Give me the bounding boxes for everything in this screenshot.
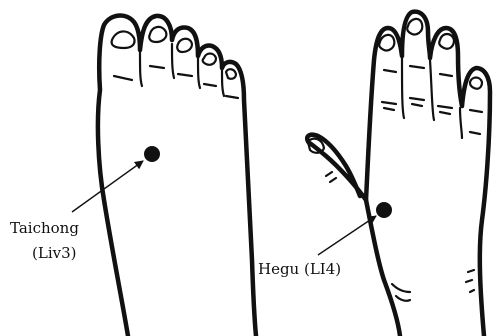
fifth-toe-nail xyxy=(226,69,236,79)
middle-nail xyxy=(407,19,422,35)
hegu-point xyxy=(376,202,392,218)
big-toe-nail xyxy=(112,31,135,48)
taichong-arrow xyxy=(72,161,143,212)
finger-gap-3 xyxy=(460,108,462,138)
wrist-left-edge xyxy=(366,200,400,336)
hand-illustration xyxy=(307,12,490,336)
fourth-toe-nail xyxy=(203,54,216,65)
ring-nail xyxy=(439,34,454,49)
foot-illustration xyxy=(72,16,256,336)
taichong-point xyxy=(144,146,160,162)
index-nail xyxy=(379,35,394,51)
toe-knuckle-marks xyxy=(114,66,238,98)
thumb-knuckle-marks xyxy=(326,172,336,182)
little-nail xyxy=(470,78,482,89)
finger-gap-1 xyxy=(402,58,404,118)
thumb-outline xyxy=(307,135,366,200)
hegu-label: Hegu (LI4) xyxy=(258,260,341,278)
wrist-crease-marks xyxy=(392,270,474,301)
toe-crease-4 xyxy=(222,70,224,96)
toe-crease-3 xyxy=(198,58,200,88)
toe-crease-1 xyxy=(140,52,142,86)
taichong-label: Taichong xyxy=(10,219,79,237)
third-toe-nail xyxy=(177,39,192,52)
finger-gap-2 xyxy=(430,60,434,120)
taichong-code-label: (Liv3) xyxy=(32,244,76,262)
toe-crease-2 xyxy=(172,44,174,78)
hegu-arrow xyxy=(318,216,376,255)
second-toe-nail xyxy=(149,27,166,42)
